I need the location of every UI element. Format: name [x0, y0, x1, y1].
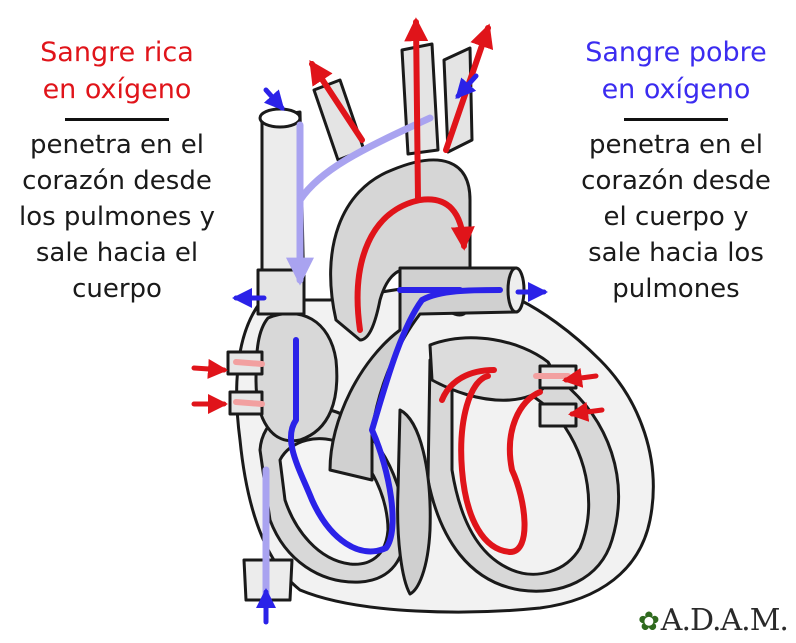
blue-arrow-into-svc — [263, 87, 285, 111]
oxygen-rich-desc-4: sale hacia el — [35, 238, 199, 268]
oxygen-rich-desc-2: corazón desde — [22, 166, 212, 196]
oxygen-rich-desc-1: penetra en el — [29, 130, 204, 160]
pulmonary-vein-in-left — [233, 359, 265, 367]
adam-logo-text: A.D.A.M. — [660, 603, 789, 638]
oxygen-poor-desc-2: corazón desde — [581, 166, 771, 196]
oxygen-poor-desc-3: el cuerpo y — [603, 202, 749, 232]
vena-cava-branch-flow — [296, 114, 434, 204]
left-atrium-flow — [439, 367, 497, 403]
oxygen-poor-desc-1: penetra en el — [588, 130, 763, 160]
adam-logo: ✿A.D.A.M. — [638, 603, 789, 638]
external-arrows — [191, 73, 605, 625]
heart-outline — [235, 284, 655, 614]
oxygen-poor-desc-4: sale hacia los — [588, 238, 764, 268]
oxygen-rich-legend: Sangre rica en oxígeno penetra en el cor… — [4, 34, 230, 307]
aorta-up-flow — [404, 17, 429, 203]
oxygen-rich-title-line2: en oxígeno — [42, 74, 192, 105]
left-heart-flow — [458, 373, 543, 555]
red-arrow-in-right-lower — [568, 401, 605, 422]
aorta-left-up-flow — [309, 59, 365, 143]
right-heart-flow — [288, 287, 503, 555]
aorta-branch-1 — [312, 78, 366, 162]
aortic-flow — [354, 196, 475, 333]
oxygen-rich-desc-3: los pulmones y — [18, 202, 216, 232]
oxygen-rich-desc-5: cuerpo — [72, 274, 162, 304]
septum — [396, 408, 432, 596]
aorta-branch-3 — [442, 46, 474, 154]
oxygen-poor-title-line2: en oxígeno — [601, 74, 751, 105]
red-arrow-in-left-upper — [191, 358, 228, 379]
oxygen-poor-flow — [262, 114, 503, 604]
pulmonary-vein-in-left-2 — [233, 399, 265, 407]
blue-arrow-into-branch — [455, 73, 479, 99]
oxygen-poor-title-line1: Sangre pobre — [585, 37, 767, 68]
oxygen-rich-title-line1: Sangre rica — [40, 37, 194, 68]
oxygen-poor-legend: Sangre pobre en oxígeno penetra en el co… — [562, 34, 790, 307]
leaf-icon: ✿ — [638, 607, 660, 637]
oxygen-poor-desc-5: pulmones — [612, 274, 740, 304]
vena-cava-opening — [258, 107, 302, 129]
red-arrow-in-right-upper — [562, 367, 599, 388]
legend-divider — [65, 118, 169, 121]
legend-divider — [624, 118, 728, 121]
